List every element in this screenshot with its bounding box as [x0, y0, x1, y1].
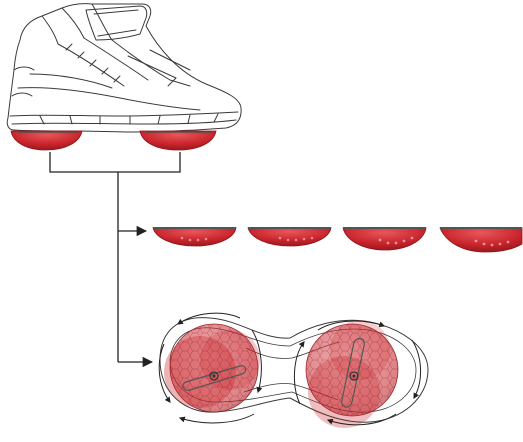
shoe-sole-pods [10, 130, 217, 151]
detached-pod [247, 227, 332, 247]
forefoot-disc-pivot [349, 371, 359, 381]
heel-disc-plate [182, 365, 247, 391]
connector-lines [49, 152, 181, 368]
rotation-arrows [158, 312, 421, 426]
forefoot-disc-plate [341, 337, 365, 408]
shoe-outline [6, 3, 242, 133]
forefoot-disc [305, 320, 399, 428]
rotating-disc-assembly [158, 312, 429, 428]
sole-outline [159, 317, 429, 423]
shoe-sketch [6, 3, 242, 133]
heel-disc-pivot [209, 371, 219, 381]
heel-pod [10, 130, 83, 151]
detached-pods [152, 227, 523, 253]
heel-disc [164, 323, 260, 413]
shoe-strap [85, 5, 148, 41]
detached-pod [152, 227, 237, 247]
bracket-line [49, 152, 181, 173]
detached-pod [342, 227, 427, 251]
shoe-midsole [9, 111, 239, 117]
detached-pod [439, 227, 523, 253]
forefoot-pod [139, 130, 217, 151]
